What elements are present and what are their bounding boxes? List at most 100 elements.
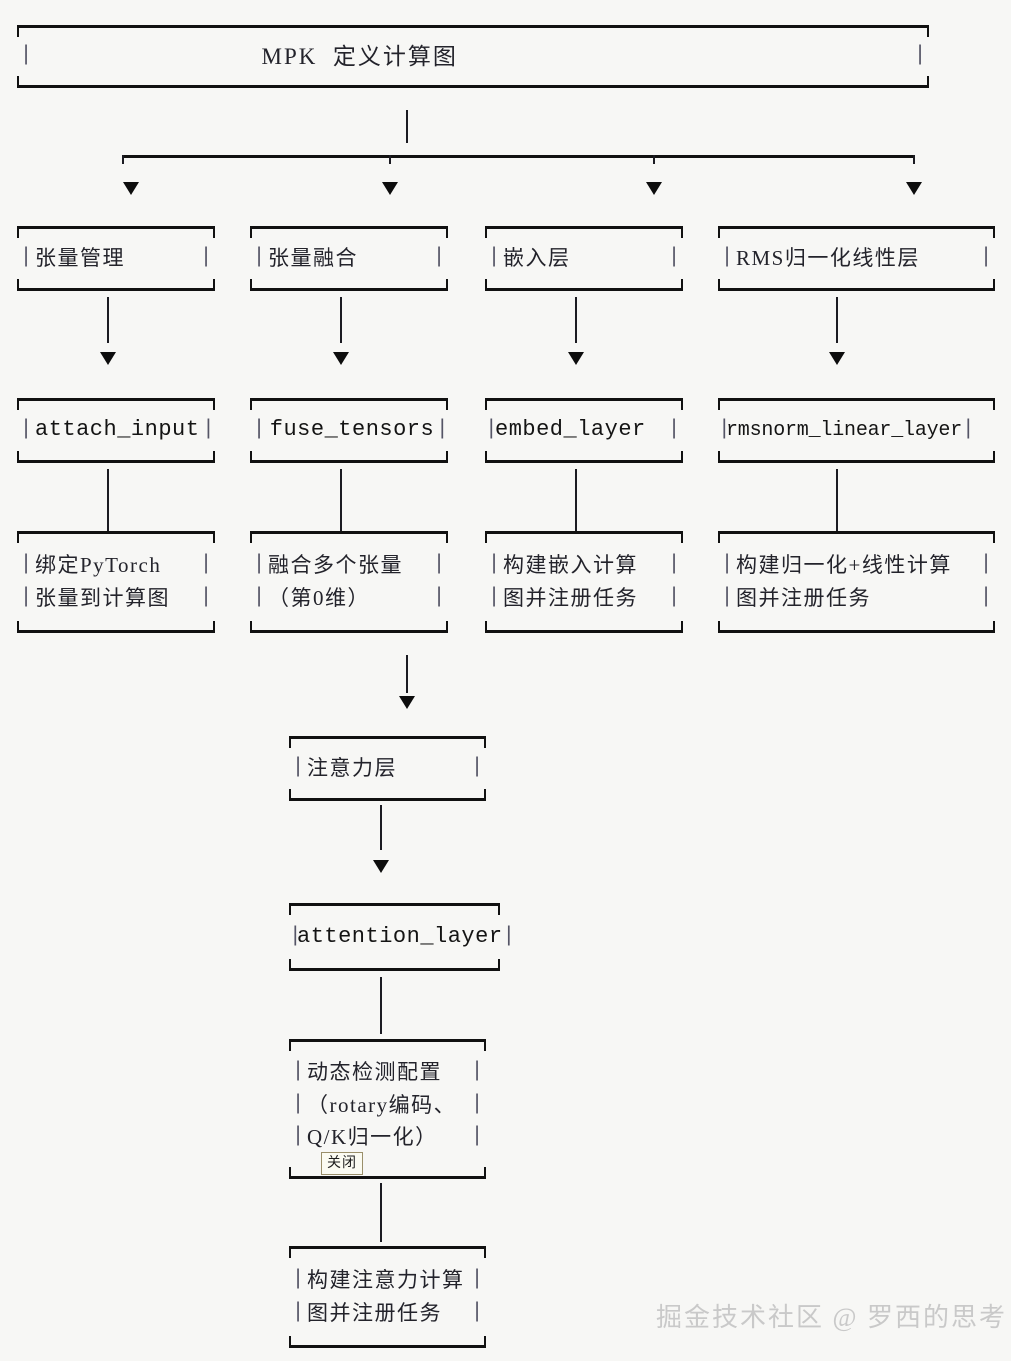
description-line: 构建嵌入计算 [503,553,638,578]
config-line: （rotary编码、 [307,1092,457,1117]
box-corner [289,789,291,798]
connector-tick [653,155,655,164]
box-pipe-right: | [432,246,446,270]
box-pipe-left: | [252,586,266,609]
box-corner [484,789,486,798]
box-pipe-left: | [19,418,33,442]
box-corner [498,959,500,968]
connector-arrow [906,182,922,195]
watermark: 掘金技术社区 @ 罗西的思考 [656,1303,1007,1332]
connector-arrow [382,182,398,195]
box-pipe-right: | [199,586,213,609]
connector-attention-module-to-function [380,805,382,850]
box-corner [289,1167,291,1176]
box-pipe-right: | [436,418,449,442]
connector-arrow [829,352,845,365]
box-pipe-left: | [291,756,305,780]
box-pipe-right: | [199,553,213,577]
description-line: 绑定PyTorch [35,553,162,578]
box-pipe-left: | [487,586,501,609]
connector-arrow [333,352,349,365]
module-label: RMS归一化线性层 [736,246,920,271]
box-module-embedding-layer: | 嵌入层 | [485,226,683,291]
description-line: 图并注册任务 [307,1301,442,1325]
box-corner [289,959,291,968]
box-pipe-left: | [291,1092,305,1116]
box-corner [484,1167,486,1176]
config-line: Q/K归一化） [307,1125,438,1150]
box-pipe-left: | [720,586,734,609]
box-pipe-right: | [202,418,215,442]
box-function-fuse-tensors: | fuse_tensors | [250,398,449,463]
box-pipe-right: | [470,1092,484,1116]
box-description-attention-layer: | 构建注意力计算 | | 图并注册任务 | [289,1246,486,1348]
box-pipe-left: | [720,553,734,577]
box-corner [681,279,683,288]
connector-attention-function-to-config [380,977,382,1034]
connector-arrow [646,182,662,195]
box-corner [993,279,995,288]
box-pipe-left: | [252,553,266,577]
box-pipe-right: | [962,418,975,442]
box-pipe-right: | [913,44,927,68]
box-corner [17,451,19,460]
box-pipe-left: | [289,924,302,948]
connector-function-to-description [575,469,577,531]
close-button[interactable]: 关闭 [321,1152,363,1175]
connector-fanout-bus [122,155,915,158]
description-line: 构建注意力计算 [307,1268,465,1293]
box-corner [446,621,448,630]
connector-title-trunk [406,110,408,143]
box-corner [289,1336,291,1345]
connector-function-to-description [340,469,342,531]
box-description-fuse-tensors: | 融合多个张量 | | （第0维） | [250,531,448,633]
box-pipe-left: | [291,1268,305,1292]
box-description-attach-input: | 绑定PyTorch | | 张量到计算图 | [17,531,215,633]
connector-module-to-function [107,297,109,343]
connector-arrow [399,696,415,709]
box-pipe-right: | [979,246,993,270]
connector-module-to-function [340,297,342,343]
connector-to-attention-layer [406,655,408,693]
box-module-attention-layer: | 注意力层 | [289,736,486,801]
title-label: MPK 定义计算图 [261,43,458,69]
box-pipe-right: | [667,586,681,609]
connector-tick [122,155,124,164]
connector-function-to-description [107,469,109,531]
box-corner [485,279,487,288]
connector-arrow [568,352,584,365]
box-corner [718,279,720,288]
description-line: （第0维） [268,586,370,610]
box-corner [213,621,215,630]
description-line: 融合多个张量 [268,553,403,578]
box-pipe-left: | [252,246,266,270]
box-function-rmsnorm-linear-layer: | rmsnorm_linear_layer | [718,398,995,463]
box-pipe-right: | [979,586,993,609]
function-label: fuse_tensors [269,417,435,443]
box-pipe-left: | [487,553,501,577]
box-pipe-right: | [432,553,446,577]
connector-arrow [100,352,116,365]
box-pipe-right: | [979,553,993,577]
box-corner [446,451,448,460]
box-pipe-right: | [470,1125,484,1149]
box-corner [250,451,252,460]
module-label: 张量融合 [268,246,358,271]
box-pipe-right: | [667,418,681,442]
box-module-tensor-management: | 张量管理 | [17,226,215,291]
box-pipe-right: | [470,1060,484,1083]
box-pipe-right: | [199,246,213,270]
function-label: attach_input [35,417,200,443]
function-label: rmsnorm_linear_layer [726,418,963,442]
box-corner [718,451,720,460]
box-description-rmsnorm-linear-layer: | 构建归一化+线性计算 | | 图并注册任务 | [718,531,995,633]
description-line: 图并注册任务 [503,586,638,610]
module-label: 注意力层 [307,756,397,781]
connector-module-to-function [836,297,838,343]
connector-config-to-description [380,1183,382,1242]
box-function-embed-layer: | embed_layer | [485,398,683,463]
connector-function-to-description [836,469,838,531]
box-pipe-left: | [291,1125,305,1149]
box-corner [213,451,215,460]
box-corner [17,76,19,85]
